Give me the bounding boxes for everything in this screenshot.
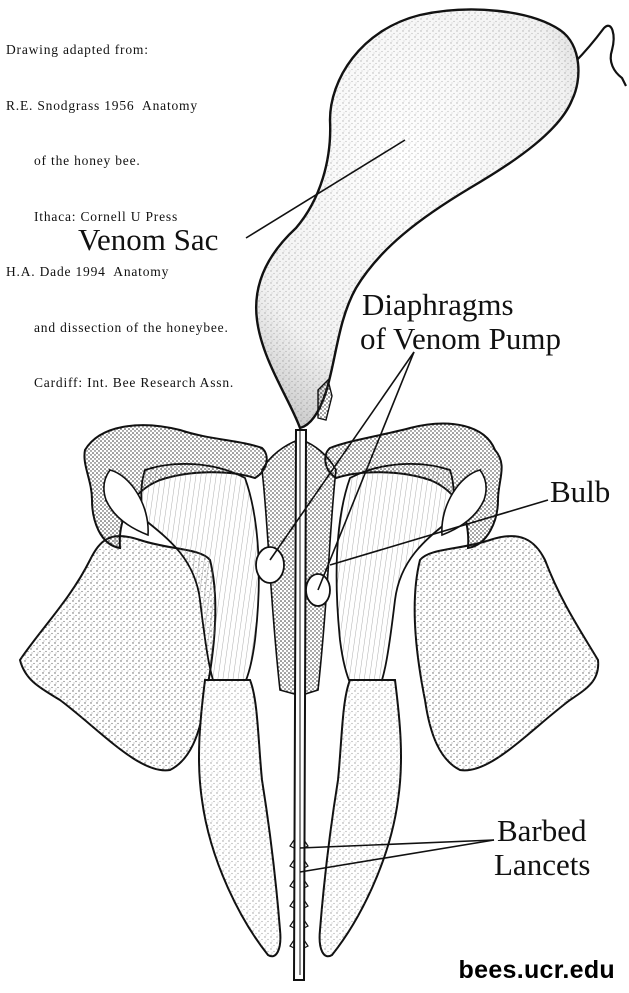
label-barbed-line2: Lancets [494, 848, 590, 881]
label-diaphragms-line1: Diaphragms [362, 288, 514, 321]
credit-line-5: H.A. Dade 1994 Anatomy [6, 263, 234, 282]
label-bulb: Bulb [550, 475, 610, 508]
credit-line-6: and dissection of the honeybee. [6, 319, 234, 338]
credit-line-1: Drawing adapted from: [6, 41, 234, 60]
credit-line-2: R.E. Snodgrass 1956 Anatomy [6, 97, 234, 116]
site-watermark: bees.ucr.edu [459, 956, 615, 985]
credit-line-3: of the honey bee. [6, 152, 234, 171]
label-barbed-line1: Barbed [497, 814, 587, 847]
label-venom-sac: Venom Sac [78, 223, 218, 256]
source-credit: Drawing adapted from: R.E. Snodgrass 195… [6, 4, 234, 411]
label-diaphragms-line2: of Venom Pump [360, 322, 561, 355]
venom-sac [256, 10, 626, 428]
credit-line-7: Cardiff: Int. Bee Research Assn. [6, 374, 234, 393]
